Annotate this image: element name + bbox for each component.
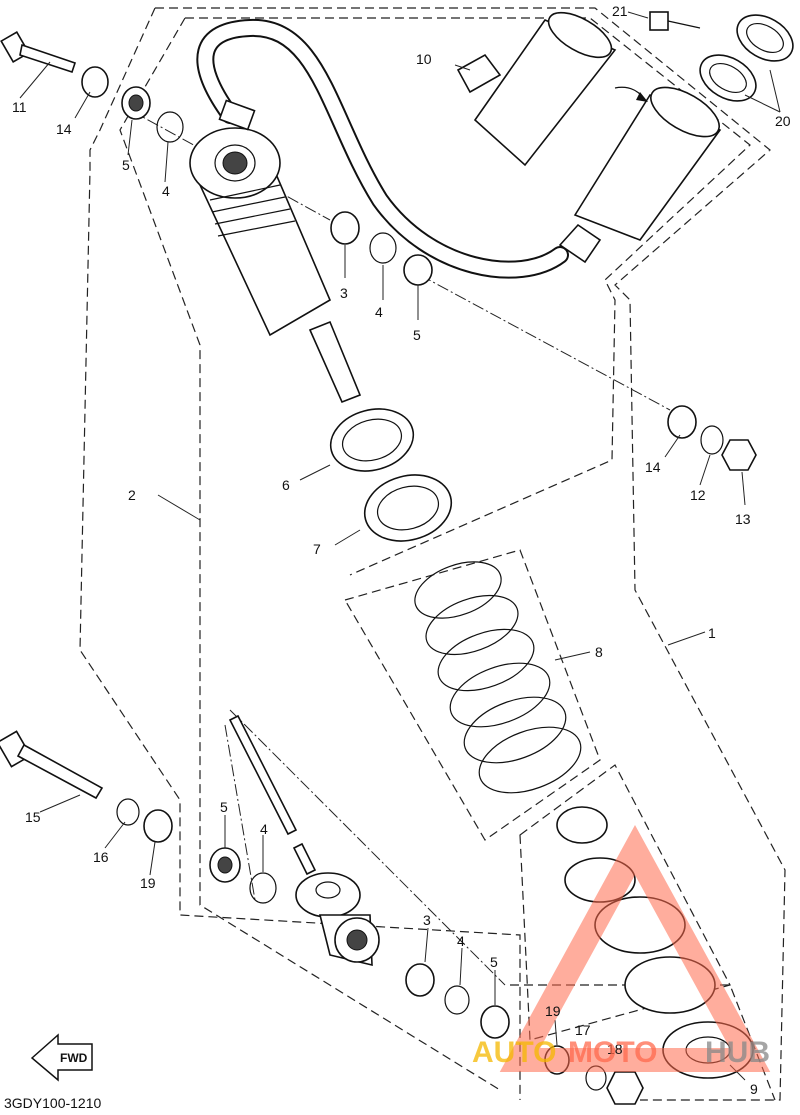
spring-outline (344, 549, 601, 841)
ring-nut-lower (363, 474, 453, 542)
lower-clevis (295, 872, 380, 967)
callout-5a: 5 (122, 157, 130, 173)
callout-1: 1 (708, 625, 716, 641)
callout-9: 9 (750, 1081, 758, 1097)
watermark-word-3: HUB (705, 1036, 770, 1069)
watermark-logo (499, 825, 771, 1072)
bolt-lower (0, 730, 104, 800)
callout-4b: 4 (375, 304, 383, 320)
callout-4d: 4 (457, 933, 465, 949)
callout-14b: 14 (645, 459, 661, 475)
callout-5b: 5 (413, 327, 421, 343)
push-rod (228, 714, 317, 876)
callout-18: 18 (607, 1041, 623, 1057)
callout-14a: 14 (56, 121, 72, 137)
fwd-arrow-icon: FWD (30, 1033, 93, 1082)
reservoir-hose (196, 18, 569, 279)
reservoir-tank (558, 86, 722, 264)
callout-20: 20 (775, 113, 791, 129)
callout-11: 11 (12, 99, 27, 115)
callout-16: 16 (93, 849, 109, 865)
watermark-word-1: AUTO (472, 1036, 556, 1069)
center-lines (129, 109, 671, 986)
reservoir-clamps (649, 11, 794, 102)
callout-17: 17 (575, 1022, 591, 1038)
callout-6: 6 (282, 477, 290, 493)
small-parts (81, 66, 757, 1105)
callout-10: 10 (416, 51, 432, 67)
assembly-outline-1 (155, 7, 786, 1101)
callout-19b: 19 (545, 1003, 561, 1019)
ring-nut-upper (329, 408, 415, 472)
watermark-word-2: MOTO (568, 1036, 657, 1069)
watermark-text: AUTO MOTO HUB (472, 1036, 770, 1069)
callout-4a: 4 (162, 183, 170, 199)
callout-numbers: 1 2 3 3 4 4 4 4 5 5 5 5 6 7 8 9 10 11 12… (12, 3, 791, 1097)
diagram-part-code: 3GDY100-1210 (4, 1095, 102, 1111)
callout-5d: 5 (490, 954, 498, 970)
shock-absorber-body (189, 99, 362, 404)
fwd-label: FWD (60, 1051, 88, 1065)
callout-3a: 3 (340, 285, 348, 301)
callout-15: 15 (25, 809, 41, 825)
callout-2: 2 (128, 487, 136, 503)
assembly-outline-2 (79, 7, 521, 1100)
callout-21: 21 (612, 3, 628, 19)
callout-5c: 5 (220, 799, 228, 815)
callout-13: 13 (735, 511, 751, 527)
callout-8: 8 (595, 644, 603, 660)
reservoir-cover (456, 11, 648, 167)
callout-7: 7 (313, 541, 321, 557)
callout-19a: 19 (140, 875, 156, 891)
callout-4c: 4 (260, 821, 268, 837)
coil-spring (414, 561, 582, 794)
leader-lines (19, 11, 781, 1081)
callout-12: 12 (690, 487, 706, 503)
bolt-upper (0, 31, 77, 74)
callout-3b: 3 (423, 912, 431, 928)
